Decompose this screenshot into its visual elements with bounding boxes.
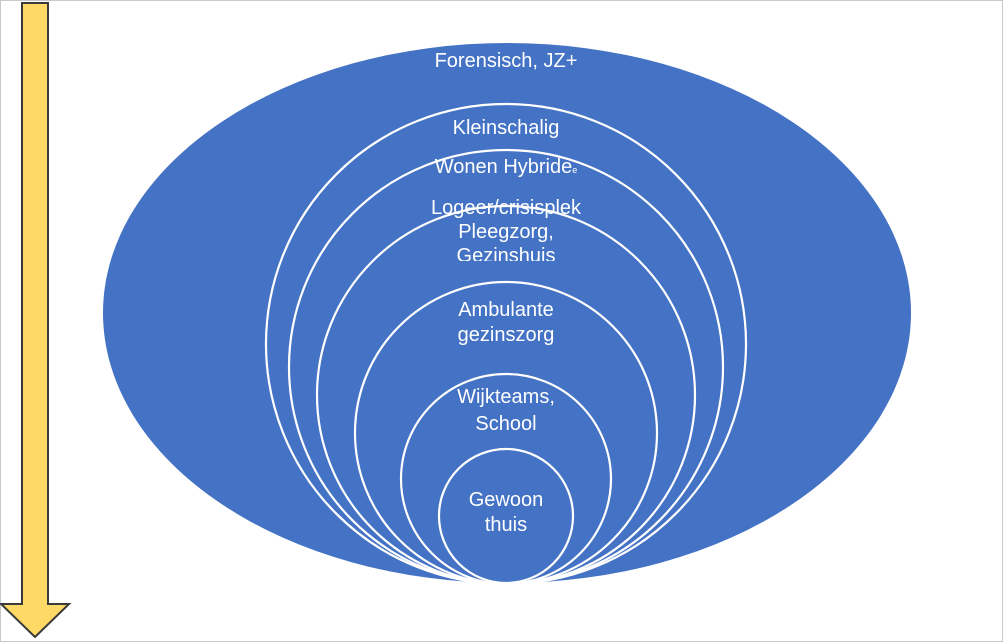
down-arrow-shape [0,2,72,639]
label-pleegzorg: Pleegzorg, [458,221,554,243]
down-arrow-icon [0,2,72,639]
ring-gewoon-thuis [437,447,575,585]
label-gezinshuis: Gezinshuis [456,245,556,261]
rings [264,102,748,586]
label-wonen-hybride: Wonen Hybridee [434,156,578,178]
label-gewoon-thuis: Gewoon thuis [468,489,544,536]
label-wijkteams-school: Wijkteams, School [457,386,555,435]
label-kleinschalig: Kleinschalig [452,117,560,139]
label-forensisch: Forensisch, JZ+ [434,50,578,72]
label-ambulante-gezinszorg: Ambulante gezinszorg [457,299,555,346]
label-logeer: Logeer/crisisplek [430,197,582,219]
label-logeer-pleegzorg-gezinshuis: Logeer/crisisplek Pleegzorg, Gezinshuis [396,196,616,261]
